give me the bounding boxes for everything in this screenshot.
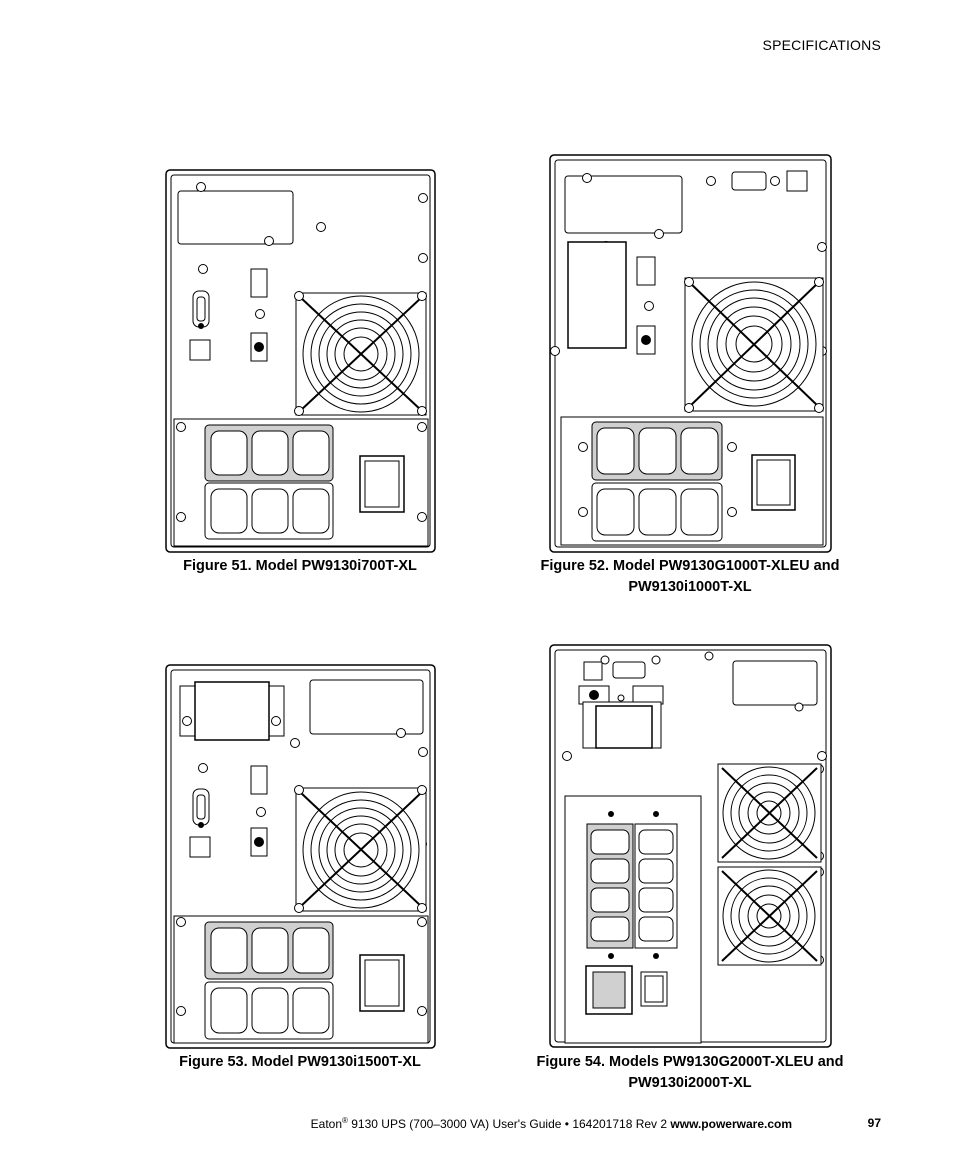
footer-text: Eaton® 9130 UPS (700–3000 VA) User's Gui… xyxy=(311,1116,792,1131)
caption-line: Figure 53. Model PW9130i1500T-XL xyxy=(179,1054,421,1070)
section-header: SPECIFICATIONS xyxy=(762,37,881,53)
footer-trademark: ® xyxy=(342,1116,348,1125)
figure-51-caption: Figure 51. Model PW9130i700T-XL xyxy=(150,556,450,577)
figure-52-rear-panel xyxy=(549,154,833,554)
footer-guide: 9130 UPS (700–3000 VA) User's Guide • 16… xyxy=(347,1117,671,1131)
figure-53-rear-panel xyxy=(165,664,437,1050)
figure-52-caption: Figure 52. Model PW9130G1000T-XLEU and P… xyxy=(520,556,860,598)
caption-line: Figure 52. Model PW9130G1000T-XLEU and xyxy=(540,558,840,574)
footer-brand: Eaton xyxy=(310,1117,343,1131)
figure-51-rear-panel xyxy=(165,169,437,554)
figure-54-caption: Figure 54. Models PW9130G2000T-XLEU and … xyxy=(520,1052,860,1094)
caption-line: Figure 51. Model PW9130i700T-XL xyxy=(183,558,417,574)
page-number: 97 xyxy=(867,1116,881,1130)
footer-website: www.powerware.com xyxy=(670,1117,792,1131)
figure-53-caption: Figure 53. Model PW9130i1500T-XL xyxy=(150,1052,450,1073)
caption-line: PW9130i2000T-XL xyxy=(628,1075,752,1091)
caption-line: PW9130i1000T-XL xyxy=(628,579,752,595)
figure-54-rear-panel xyxy=(549,644,833,1049)
caption-line: Figure 54. Models PW9130G2000T-XLEU and xyxy=(536,1054,844,1070)
